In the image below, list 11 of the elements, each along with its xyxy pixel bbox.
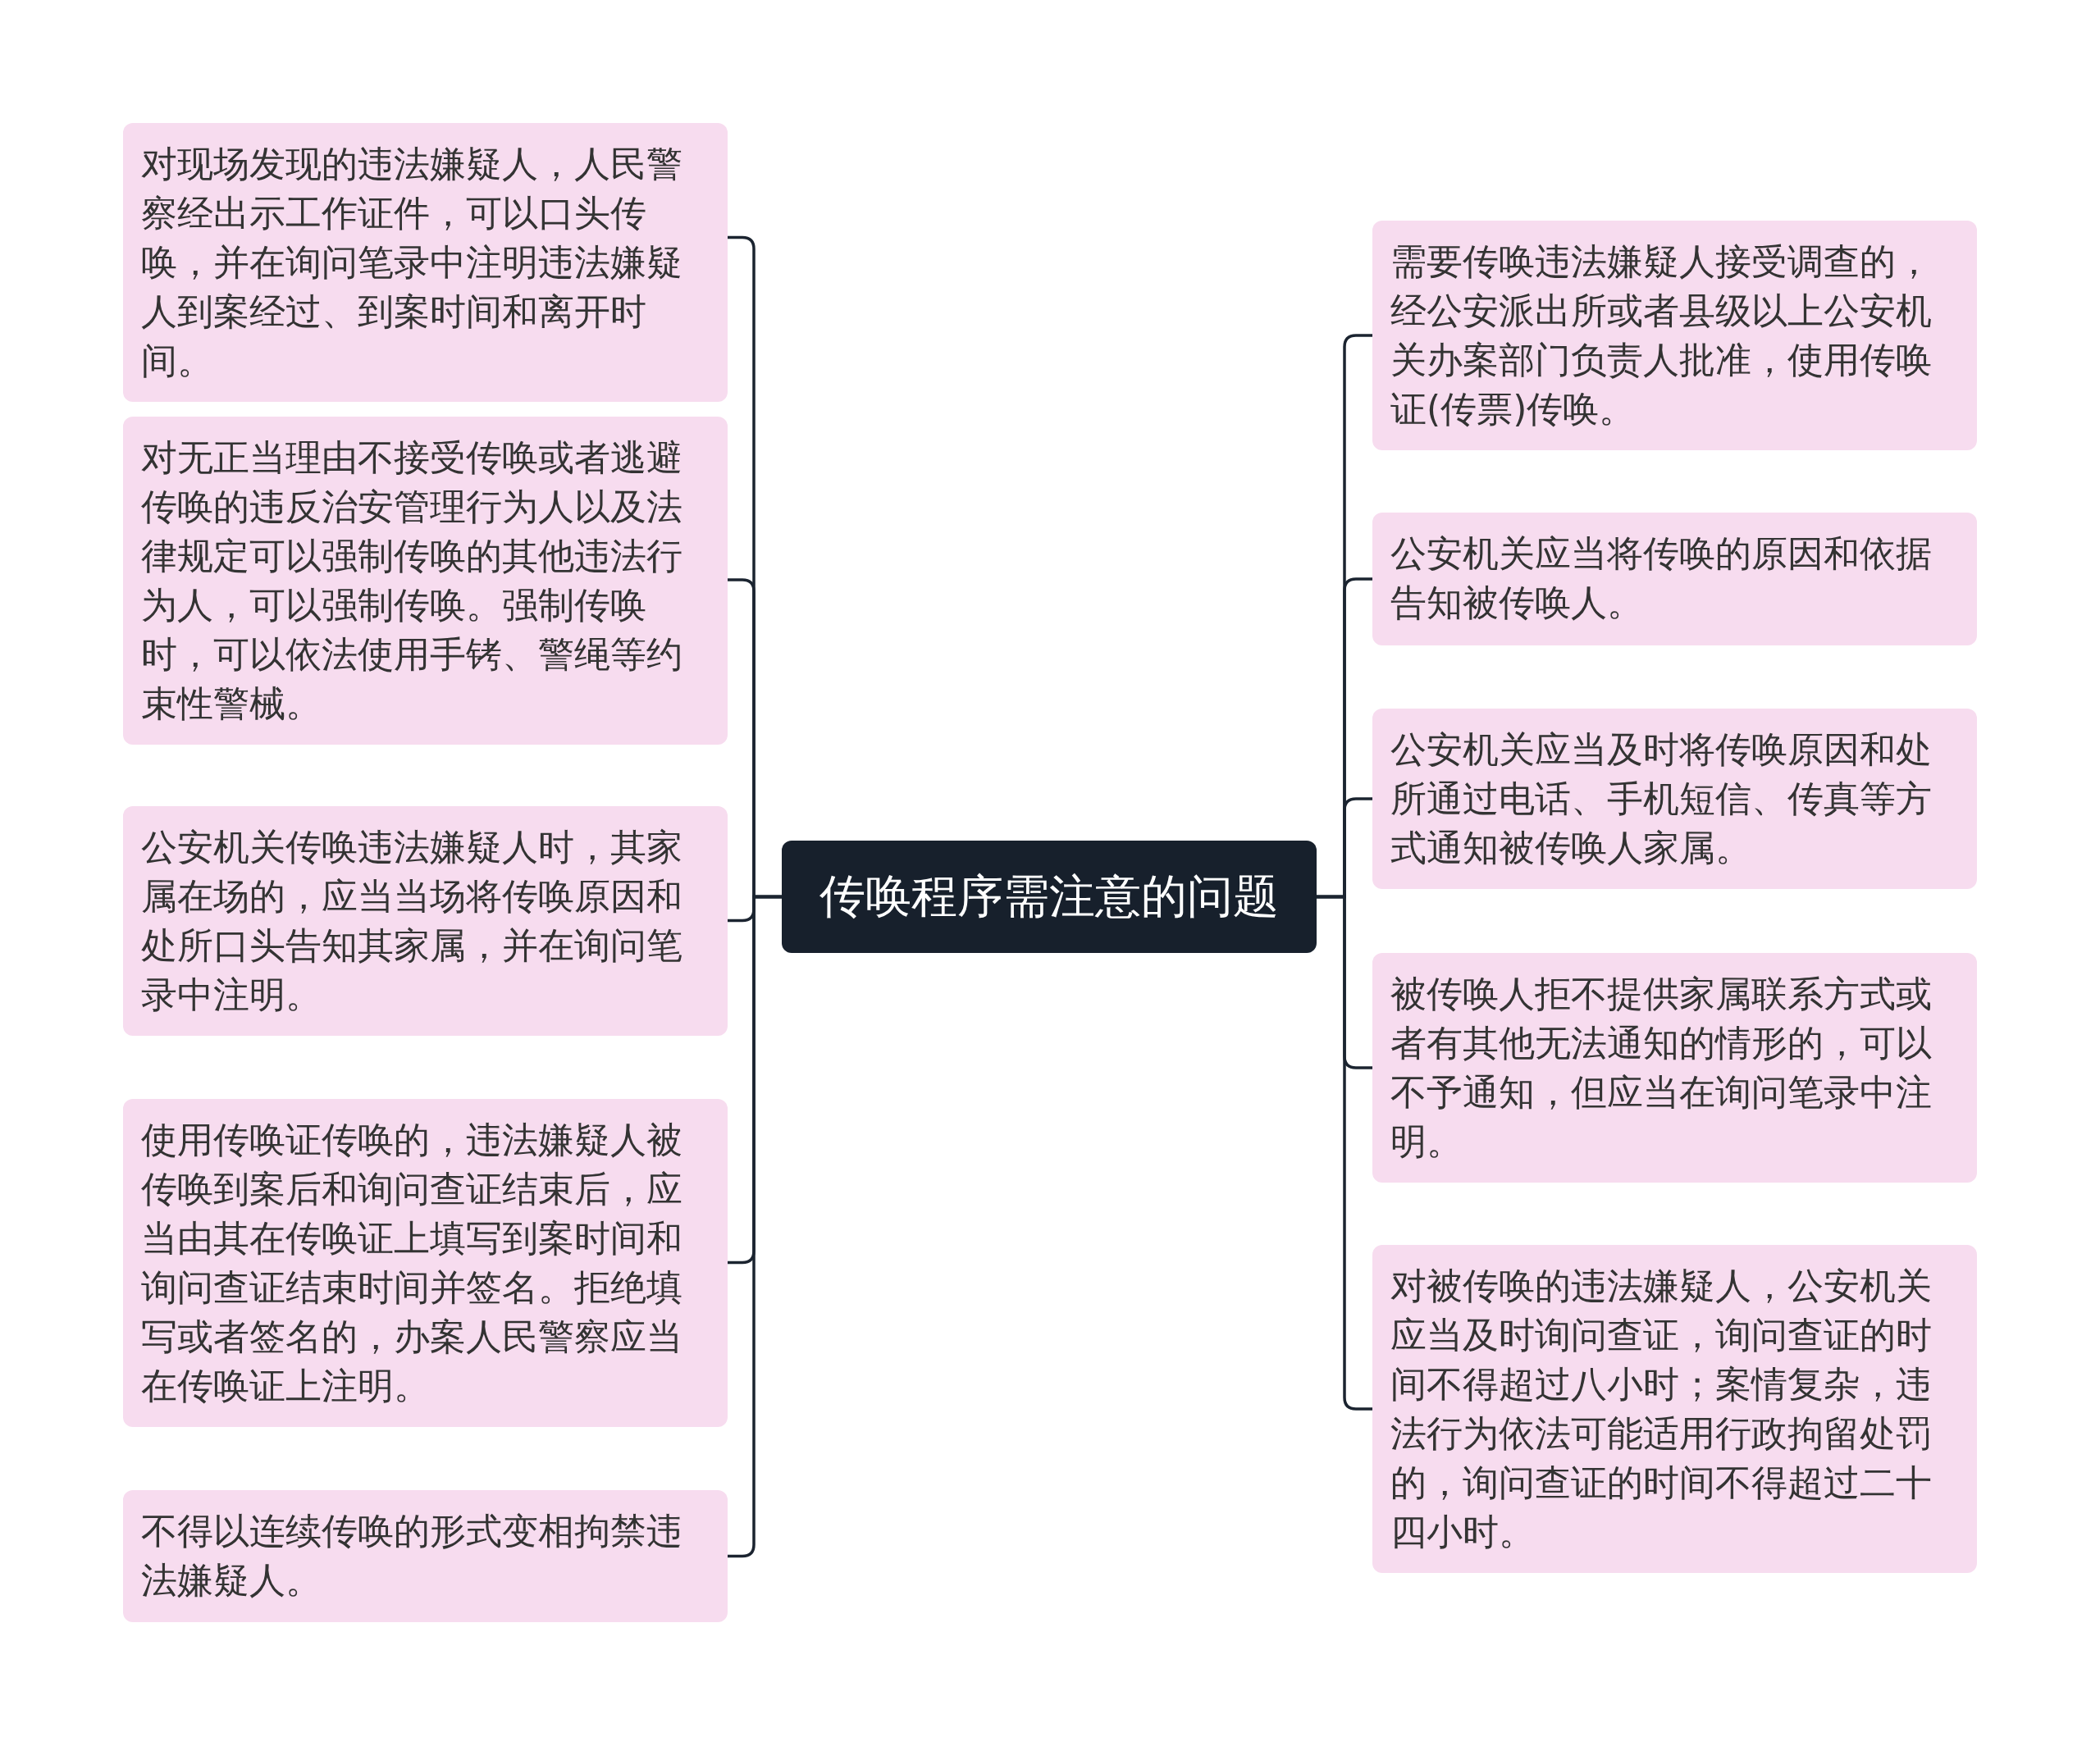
note-box: 对被传唤的违法嫌疑人，公安机关应当及时询问查证，询问查证的时间不得超过八小时；案情复杂，违法行为依法可能适用行政拘留处罚的，询问查证的时间不得超过二十四小时。 xyxy=(1372,1245,1977,1573)
note-box: 公安机关应当及时将传唤原因和处所通过电话、手机短信、传真等方式通知被传唤人家属。 xyxy=(1372,709,1977,889)
note-box: 公安机关传唤违法嫌疑人时，其家属在场的，应当当场将传唤原因和处所口头告知其家属，并在询问笔录中注明。 xyxy=(123,806,728,1036)
note-box: 对现场发现的违法嫌疑人，人民警察经出示工作证件，可以口头传唤，并在询问笔录中注明违法嫌疑人到案经过、到案时间和离开时间。 xyxy=(123,123,728,402)
note-box: 对无正当理由不接受传唤或者逃避传唤的违反治安管理行为人以及法律规定可以强制传唤的其他违法行为人，可以强制传唤。强制传唤时，可以依法使用手铐、警绳等约束性警械。 xyxy=(123,417,728,745)
topic-box: 传唤程序需注意的问题 xyxy=(782,841,1317,953)
note-box: 使用传唤证传唤的，违法嫌疑人被传唤到案后和询问查证结束后，应当由其在传唤证上填写到案时间和询问查证结束时间并签名。拒绝填写或者签名的，办案人民警察应当在传唤证上注明。 xyxy=(123,1099,728,1427)
note-box: 不得以连续传唤的形式变相拘禁违法嫌疑人。 xyxy=(123,1490,728,1622)
note-box: 公安机关应当将传唤的原因和依据告知被传唤人。 xyxy=(1372,513,1977,645)
note-box: 需要传唤违法嫌疑人接受调查的，经公安派出所或者县级以上公安机关办案部门负责人批准，使用传唤证(传票)传唤。 xyxy=(1372,221,1977,450)
note-box: 被传唤人拒不提供家属联系方式或者有其他无法通知的情形的，可以不予通知，但应当在询问笔录中注明。 xyxy=(1372,953,1977,1183)
